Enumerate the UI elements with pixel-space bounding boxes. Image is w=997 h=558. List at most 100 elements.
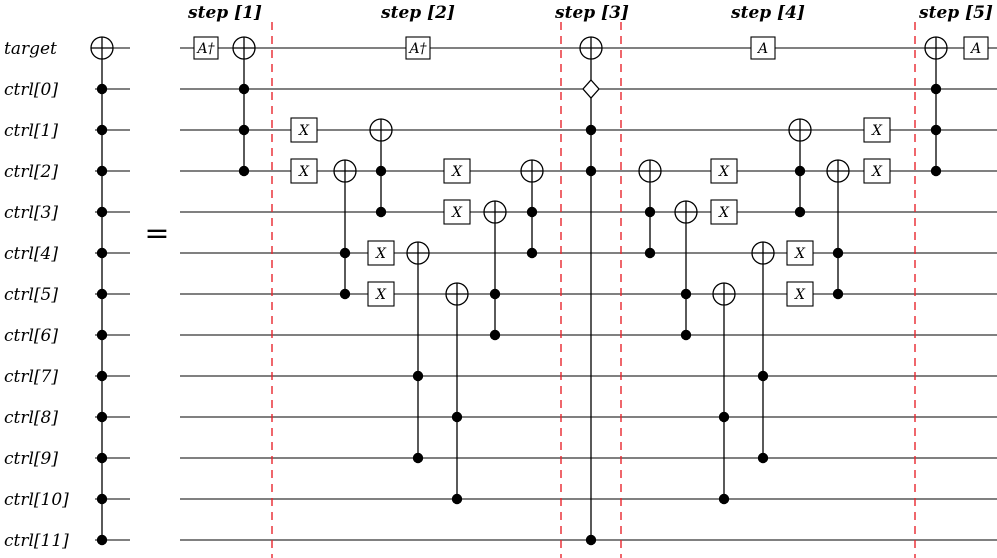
col6-gate1-a-dagger-box: A† bbox=[405, 36, 431, 60]
col9-gate1-control-dot-ctrl-3 bbox=[526, 206, 538, 218]
col16-gate1-control-dot-ctrl-5 bbox=[832, 288, 844, 300]
left-gate-control-dot-ctrl-7 bbox=[96, 370, 108, 382]
col17-gate1-x-box-label: X bbox=[871, 123, 883, 139]
left-gate-control-dot-ctrl-8 bbox=[96, 411, 108, 423]
left-gate-control-dot-ctrl-11 bbox=[96, 534, 108, 546]
col7-gate2-x-box-label: X bbox=[451, 205, 463, 221]
col13-gate1-control-dot-ctrl-8 bbox=[718, 411, 730, 423]
col11-gate1-target-oplus bbox=[638, 159, 662, 183]
col10-gate1-diamond-control bbox=[582, 79, 600, 99]
wire-label-ctrl-5: ctrl[5] bbox=[4, 285, 58, 305]
col3-gate1-x-box-label: X bbox=[298, 123, 310, 139]
col2-gate1-control-dot-ctrl-1 bbox=[238, 124, 250, 136]
wire-label-ctrl-7: ctrl[7] bbox=[4, 367, 58, 387]
col15-gate2-x-box: X bbox=[786, 281, 814, 307]
col19-gate1-a-box: A bbox=[963, 36, 989, 60]
wire-label-ctrl-0: ctrl[0] bbox=[4, 80, 58, 100]
col6-gate1-a-dagger-box-label: A† bbox=[407, 41, 427, 57]
col13-gate3-x-box: X bbox=[710, 199, 738, 225]
col4-gate1-control-dot-ctrl-5 bbox=[339, 288, 351, 300]
col18-gate1-control-dot-ctrl-2 bbox=[930, 165, 942, 177]
col6-gate2-target-oplus bbox=[406, 241, 430, 265]
col5-gate1-control-dot-ctrl-3 bbox=[375, 206, 387, 218]
col13-gate3-x-box-label: X bbox=[718, 205, 730, 221]
wire-label-ctrl-11: ctrl[11] bbox=[4, 531, 69, 551]
col14-gate2-control-dot-ctrl-9 bbox=[757, 452, 769, 464]
col8-gate1-control-dot-ctrl-6 bbox=[489, 329, 501, 341]
col1-gate1-a-dagger-box-label: A† bbox=[195, 41, 215, 57]
col11-gate1-control-dot-ctrl-4 bbox=[644, 247, 656, 259]
left-gate-target-oplus bbox=[90, 36, 114, 60]
col13-gate2-x-box-label: X bbox=[718, 164, 730, 180]
col18-gate1-control-dot-ctrl-0 bbox=[930, 83, 942, 95]
col15-gate3-target-oplus bbox=[788, 118, 812, 142]
col4-gate1-target-oplus bbox=[333, 159, 357, 183]
left-gate-control-dot-ctrl-3 bbox=[96, 206, 108, 218]
col3-gate2-x-box-label: X bbox=[298, 164, 310, 180]
wire-label-ctrl-10: ctrl[10] bbox=[4, 490, 69, 510]
step-label-4: step [4] bbox=[730, 3, 805, 23]
wire-label-ctrl-1: ctrl[1] bbox=[4, 121, 58, 141]
col5-gate3-x-box-label: X bbox=[375, 287, 387, 303]
wire-label-ctrl-9: ctrl[9] bbox=[4, 449, 58, 469]
left-gate-control-dot-ctrl-5 bbox=[96, 288, 108, 300]
wire-label-target: target bbox=[4, 39, 57, 59]
col16-gate1-control-dot-ctrl-4 bbox=[832, 247, 844, 259]
col15-gate1-x-box: X bbox=[786, 240, 814, 266]
col2-gate1-target-oplus bbox=[232, 36, 256, 60]
col9-gate1-target-oplus bbox=[520, 159, 544, 183]
wire-label-ctrl-6: ctrl[6] bbox=[4, 326, 58, 346]
left-gate-control-dot-ctrl-1 bbox=[96, 124, 108, 136]
equals-sign: = bbox=[144, 216, 169, 251]
col6-gate2-control-dot-ctrl-7 bbox=[412, 370, 424, 382]
gates-layer: A† X X X X A† X X X X A X X X X A bbox=[90, 36, 989, 546]
left-gate-control-dot-ctrl-2 bbox=[96, 165, 108, 177]
col8-gate1-control-dot-ctrl-5 bbox=[489, 288, 501, 300]
col15-gate3-control-dot-ctrl-3 bbox=[794, 206, 806, 218]
col6-gate2-control-dot-ctrl-9 bbox=[412, 452, 424, 464]
col19-gate1-a-box-label: A bbox=[969, 41, 981, 57]
col17-gate1-x-box: X bbox=[863, 117, 891, 143]
col5-gate1-target-oplus bbox=[369, 118, 393, 142]
col18-gate1-control-dot-ctrl-1 bbox=[930, 124, 942, 136]
col17-gate2-x-box: X bbox=[863, 158, 891, 184]
col12-gate1-control-dot-ctrl-5 bbox=[680, 288, 692, 300]
step-label-1: step [1] bbox=[187, 3, 262, 23]
col7-gate3-control-dot-ctrl-10 bbox=[451, 493, 463, 505]
col13-gate1-control-dot-ctrl-10 bbox=[718, 493, 730, 505]
col5-gate2-x-box: X bbox=[367, 240, 395, 266]
col14-gate1-a-box-label: A bbox=[756, 41, 768, 57]
col15-gate3-control-dot-ctrl-2 bbox=[794, 165, 806, 177]
col3-gate1-x-box: X bbox=[290, 117, 318, 143]
wire-label-ctrl-4: ctrl[4] bbox=[4, 244, 58, 264]
col10-gate1-control-dot-ctrl-2 bbox=[585, 165, 597, 177]
col15-gate1-x-box-label: X bbox=[794, 246, 806, 262]
col2-gate1-control-dot-ctrl-0 bbox=[238, 83, 250, 95]
col5-gate2-x-box-label: X bbox=[375, 246, 387, 262]
wires-layer bbox=[95, 47, 997, 541]
wire-label-ctrl-3: ctrl[3] bbox=[4, 203, 58, 223]
col3-gate2-x-box: X bbox=[290, 158, 318, 184]
left-gate-control-dot-ctrl-10 bbox=[96, 493, 108, 505]
wire-label-ctrl-2: ctrl[2] bbox=[4, 162, 58, 182]
col10-gate1-control-dot-ctrl-1 bbox=[585, 124, 597, 136]
col15-gate2-x-box-label: X bbox=[794, 287, 806, 303]
col14-gate2-target-oplus bbox=[751, 241, 775, 265]
col10-gate1-control-dot-ctrl-11 bbox=[585, 534, 597, 546]
col8-gate1-target-oplus bbox=[483, 200, 507, 224]
col17-gate2-x-box-label: X bbox=[871, 164, 883, 180]
col12-gate1-control-dot-ctrl-6 bbox=[680, 329, 692, 341]
left-gate-control-dot-ctrl-9 bbox=[96, 452, 108, 464]
col11-gate1-control-dot-ctrl-3 bbox=[644, 206, 656, 218]
col5-gate1-control-dot-ctrl-2 bbox=[375, 165, 387, 177]
col14-gate1-a-box: A bbox=[750, 36, 776, 60]
col7-gate1-x-box: X bbox=[443, 158, 471, 184]
left-gate-control-dot-ctrl-0 bbox=[96, 83, 108, 95]
step-label-5: step [5] bbox=[918, 3, 993, 23]
col4-gate1-control-dot-ctrl-4 bbox=[339, 247, 351, 259]
labels-layer: = target ctrl[0] ctrl[1] ctrl[2] ctrl[3] ctrl… bbox=[4, 3, 993, 551]
col13-gate1-target-oplus bbox=[712, 282, 736, 306]
left-gate-control-dot-ctrl-6 bbox=[96, 329, 108, 341]
col7-gate3-control-dot-ctrl-8 bbox=[451, 411, 463, 423]
